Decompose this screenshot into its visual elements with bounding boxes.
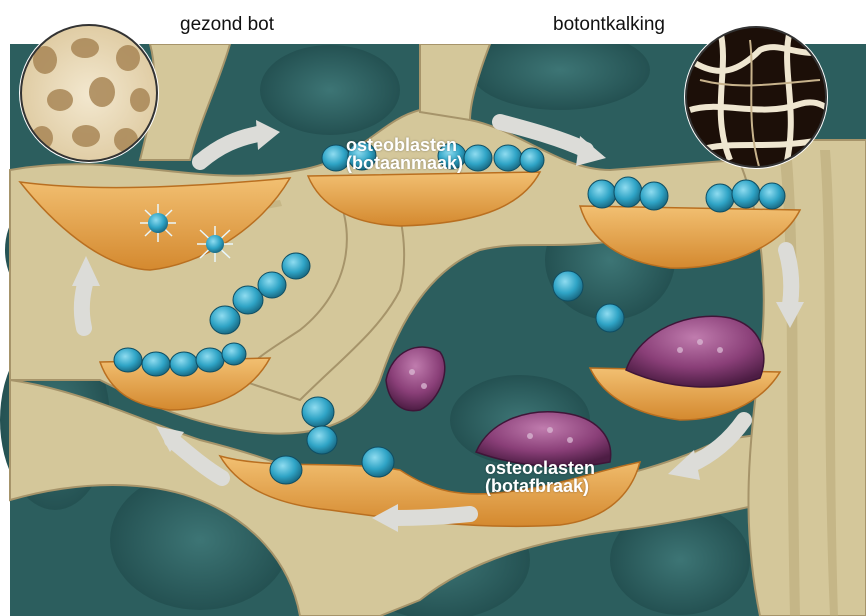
osteoclasts-name: osteoclasten	[485, 459, 595, 477]
osteoporosis-caption: botontkalking	[553, 14, 665, 36]
osteoblasts-label: osteoblasten (botaanmaak)	[346, 136, 463, 172]
osteoblasts-description: (botaanmaak)	[346, 154, 463, 172]
arrow-icon	[82, 280, 86, 328]
osteoclasts-description: (botafbraak)	[485, 477, 595, 495]
healthy-bone-caption: gezond bot	[180, 14, 274, 36]
osteoblasts-name: osteoblasten	[346, 136, 463, 154]
arrow-icon	[395, 514, 470, 518]
arrow-icon	[786, 250, 791, 305]
osteoclasts-label: osteoclasten (botafbraak)	[485, 459, 595, 495]
